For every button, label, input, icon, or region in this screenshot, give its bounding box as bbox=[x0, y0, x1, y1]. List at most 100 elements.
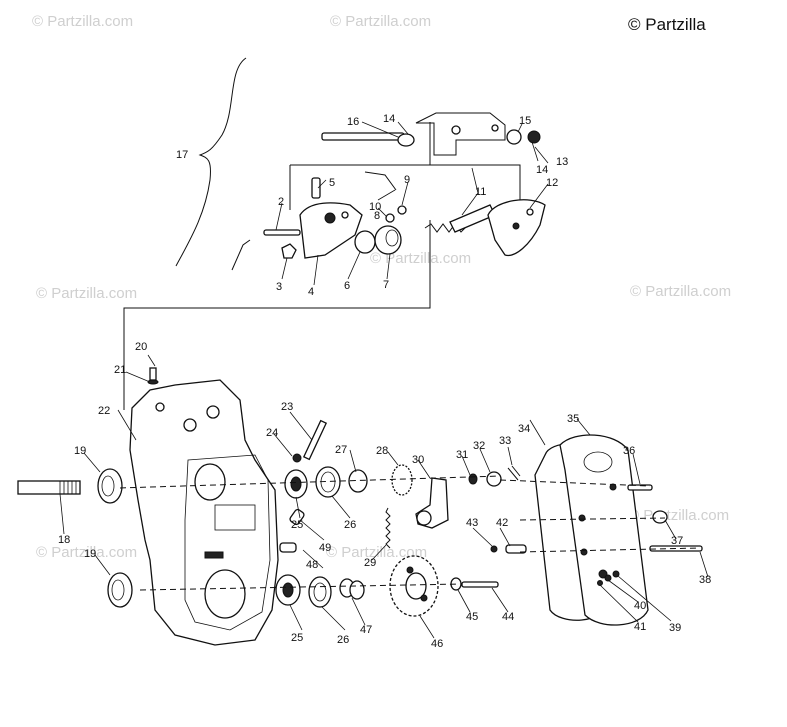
clip-8 bbox=[385, 213, 395, 223]
callout-23: 23 bbox=[281, 401, 293, 413]
watermark-top-right: © Partzilla bbox=[628, 15, 706, 34]
sprocket-28 bbox=[391, 464, 413, 496]
shaft-18-splines bbox=[59, 481, 77, 494]
bushing-27 bbox=[348, 469, 368, 493]
callout-16: 16 bbox=[347, 116, 359, 128]
callout-30: 30 bbox=[412, 454, 424, 466]
callout-7: 7 bbox=[383, 279, 389, 291]
bolt-38 bbox=[649, 545, 703, 552]
callout-24: 24 bbox=[266, 427, 278, 439]
leaders-upper bbox=[275, 121, 549, 286]
housing-22 bbox=[129, 379, 279, 646]
washer-6 bbox=[354, 230, 376, 254]
housing-22-face bbox=[184, 454, 271, 631]
callout-42: 42 bbox=[496, 517, 508, 529]
plate-12-hole-b bbox=[526, 208, 534, 216]
lever-body-4 bbox=[299, 202, 363, 259]
housing-window bbox=[214, 504, 256, 531]
callout-33: 33 bbox=[499, 435, 511, 447]
callout-25-upper: 25 bbox=[291, 519, 303, 531]
watermark-mid-left: © Partzilla.com bbox=[36, 285, 137, 302]
callout-40: 40 bbox=[634, 600, 646, 612]
axis-cover bbox=[519, 517, 701, 553]
seal-19-upper-inner bbox=[101, 475, 115, 497]
lever-arm-11 bbox=[449, 204, 496, 233]
callout-19-lower: 19 bbox=[84, 548, 96, 560]
cover-35-boss bbox=[583, 451, 613, 473]
lower-assembly bbox=[17, 354, 709, 646]
bolt-36 bbox=[627, 484, 653, 491]
callout-19-upper: 19 bbox=[74, 445, 86, 457]
wire-10 bbox=[364, 171, 397, 191]
callout-8: 8 bbox=[374, 210, 380, 222]
cover-hole-d bbox=[598, 569, 608, 579]
pin-9 bbox=[397, 205, 407, 215]
callout-21: 21 bbox=[114, 364, 126, 376]
callout-14-lower: 14 bbox=[536, 164, 548, 176]
housing-hole-a bbox=[183, 418, 197, 432]
housing-tab bbox=[204, 551, 224, 559]
bolt-2 bbox=[263, 229, 301, 236]
callout-48: 48 bbox=[306, 559, 318, 571]
nut-14-upper bbox=[397, 133, 415, 147]
callout-36: 36 bbox=[623, 445, 635, 457]
screw-5 bbox=[311, 177, 321, 199]
bolt-44 bbox=[461, 581, 499, 588]
callout-17: 17 bbox=[176, 149, 188, 161]
pin-42 bbox=[505, 544, 527, 554]
callout-43: 43 bbox=[466, 517, 478, 529]
callout-14-upper: 14 bbox=[383, 113, 395, 125]
chain-29 bbox=[385, 507, 391, 549]
callout-49: 49 bbox=[319, 542, 331, 554]
seal-19-lower bbox=[107, 572, 133, 608]
callout-27: 27 bbox=[335, 444, 347, 456]
callout-45: 45 bbox=[466, 611, 478, 623]
callout-46: 46 bbox=[431, 638, 443, 650]
housing-hole-c bbox=[155, 402, 165, 412]
callout-12: 12 bbox=[546, 177, 558, 189]
bearing-25-lower-inner bbox=[282, 582, 294, 598]
callout-41: 41 bbox=[634, 621, 646, 633]
callout-11: 11 bbox=[475, 186, 486, 198]
washer-40 bbox=[604, 574, 612, 582]
nut-32 bbox=[486, 471, 502, 487]
callout-3: 3 bbox=[276, 281, 282, 293]
tensioner-30-roller bbox=[416, 510, 432, 526]
callout-38: 38 bbox=[699, 574, 711, 586]
callout-13: 13 bbox=[556, 156, 568, 168]
bolt-20 bbox=[149, 367, 157, 381]
cover-hole-c bbox=[580, 548, 588, 556]
callout-2: 2 bbox=[278, 196, 284, 208]
watermark-top-left: © Partzilla.com bbox=[32, 13, 133, 30]
spring-11 bbox=[424, 223, 468, 233]
watermark-low-center: © Partzilla.com bbox=[326, 544, 427, 561]
shaft-18 bbox=[17, 480, 81, 495]
watermark-mid-right: © Partzilla.com bbox=[630, 283, 731, 300]
callout-44: 44 bbox=[502, 611, 514, 623]
bracket-hole-b bbox=[491, 124, 499, 132]
pin-41 bbox=[597, 580, 603, 586]
axis-upper bbox=[119, 475, 651, 489]
callout-39: 39 bbox=[669, 622, 681, 634]
upper-assembly bbox=[123, 57, 549, 410]
lever-hole-b bbox=[341, 211, 349, 219]
watermark-mid-center: © Partzilla.com bbox=[370, 250, 471, 267]
bushing-47-b bbox=[349, 580, 365, 600]
callout-18: 18 bbox=[58, 534, 70, 546]
bushing-7 bbox=[374, 225, 402, 255]
leaders-lower bbox=[59, 354, 709, 639]
callout-37: 37 bbox=[671, 535, 683, 547]
callout-25-lower: 25 bbox=[291, 632, 303, 644]
cover-35 bbox=[559, 434, 649, 626]
pin-33 bbox=[507, 465, 521, 481]
housing-bore-upper bbox=[194, 463, 226, 501]
seal-19-upper bbox=[97, 468, 123, 504]
washer-31 bbox=[468, 473, 478, 485]
cover-hole-a bbox=[609, 483, 617, 491]
watermark-top-center: © Partzilla.com bbox=[330, 13, 431, 30]
housing-bore-lower bbox=[204, 569, 246, 619]
nut-3 bbox=[281, 243, 297, 259]
sprocket-46-hub bbox=[405, 572, 427, 600]
callout-34: 34 bbox=[518, 423, 530, 435]
watermark-group: © Partzilla.com © Partzilla.com © Partzi… bbox=[32, 13, 731, 561]
